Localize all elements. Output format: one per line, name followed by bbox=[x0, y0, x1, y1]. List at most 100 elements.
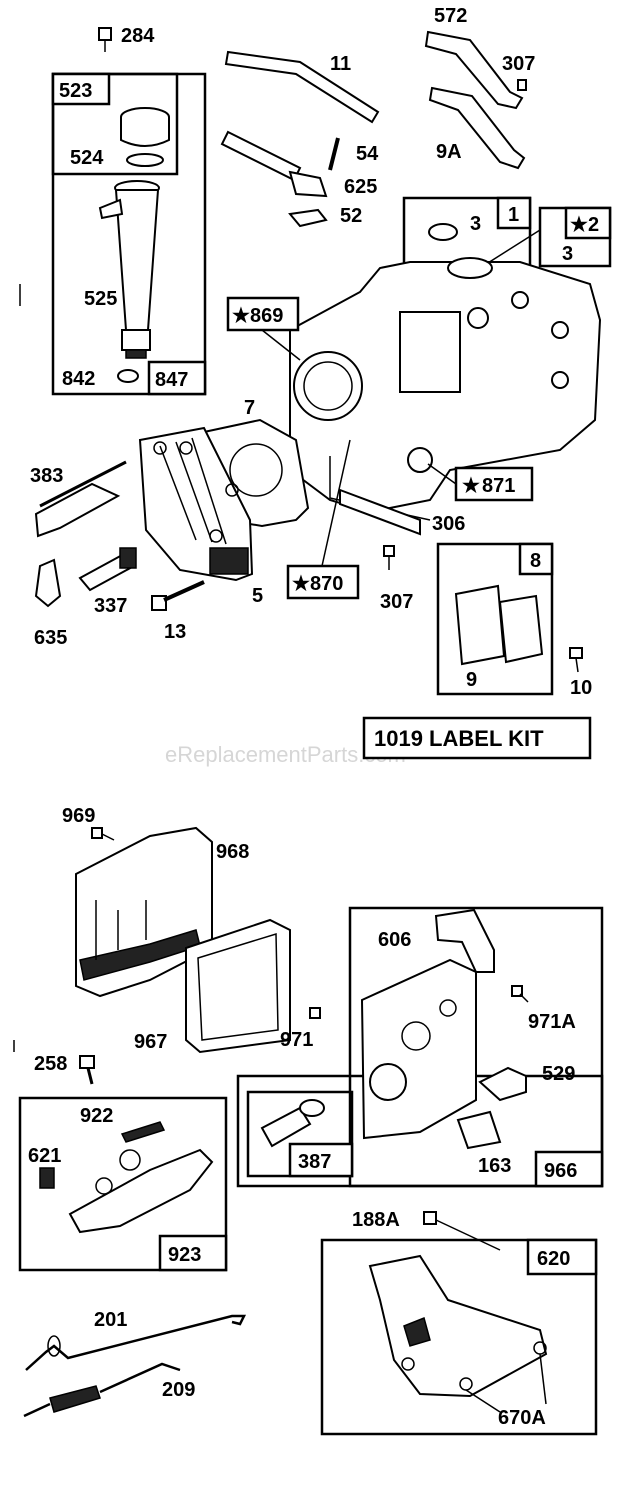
callout-606[interactable]: 606 bbox=[378, 929, 411, 951]
o-ring-842 bbox=[117, 369, 139, 383]
callout-1[interactable]: 1 bbox=[508, 204, 519, 226]
breather-cover bbox=[498, 594, 544, 664]
breather-tube-11 bbox=[224, 50, 380, 124]
callout-5[interactable]: 5 bbox=[252, 585, 263, 607]
kit-box-966 bbox=[348, 906, 604, 1188]
breather-gasket-9 bbox=[454, 584, 506, 666]
callout-3-kit[interactable]: 3 bbox=[562, 243, 573, 265]
screw-307-mid bbox=[383, 545, 395, 570]
callout-870[interactable]: 870 bbox=[310, 573, 343, 595]
dipstick-cap-524 bbox=[120, 107, 170, 167]
callout-620[interactable]: 620 bbox=[537, 1248, 570, 1270]
callout-box-870 bbox=[286, 564, 360, 600]
callout-box-966 bbox=[534, 1150, 604, 1188]
callout-2-number[interactable]: 2 bbox=[588, 214, 599, 236]
head-gasket-bore bbox=[229, 443, 283, 497]
callout-387[interactable]: 387 bbox=[298, 1151, 331, 1173]
callout-8[interactable]: 8 bbox=[530, 550, 541, 572]
screw-188A bbox=[423, 1211, 501, 1251]
callout-524[interactable]: 524 bbox=[70, 147, 104, 169]
callout-box-871 bbox=[454, 466, 534, 502]
spring-922 bbox=[120, 1121, 166, 1143]
breather-hose bbox=[220, 130, 302, 182]
gasket-572 bbox=[424, 30, 524, 110]
callout-971A[interactable]: 971A bbox=[528, 1011, 576, 1033]
screw-969 bbox=[91, 827, 115, 841]
callout-967[interactable]: 967 bbox=[134, 1031, 167, 1053]
callout-842[interactable]: 842 bbox=[62, 368, 95, 390]
screw-258 bbox=[79, 1055, 95, 1085]
callout-258[interactable]: 258 bbox=[34, 1053, 67, 1075]
kit-box-8 bbox=[436, 542, 554, 696]
callout-201[interactable]: 201 bbox=[94, 1309, 127, 1331]
callout-670A[interactable]: 670A bbox=[498, 1407, 546, 1429]
bracket-606 bbox=[434, 908, 495, 973]
callout-635[interactable]: 635 bbox=[34, 627, 67, 649]
oil-seal bbox=[428, 223, 458, 241]
callout-163[interactable]: 163 bbox=[478, 1155, 511, 1177]
callout-869-star[interactable]: ★ bbox=[232, 305, 250, 327]
callout-871[interactable]: 871 bbox=[482, 475, 515, 497]
callout-529[interactable]: 529 bbox=[542, 1063, 575, 1085]
callout-3-seal[interactable]: 3 bbox=[470, 213, 481, 235]
callout-10[interactable]: 10 bbox=[570, 677, 592, 699]
leader-670A bbox=[465, 1389, 501, 1413]
callout-7[interactable]: 7 bbox=[244, 397, 255, 419]
callout-209[interactable]: 209 bbox=[162, 1379, 195, 1401]
callout-922[interactable]: 922 bbox=[80, 1105, 113, 1127]
leader-869 bbox=[261, 329, 301, 361]
label-kit-text[interactable]: 1019 LABEL KIT bbox=[374, 726, 544, 751]
spark-plug-boot-635 bbox=[34, 558, 62, 608]
callout-307-mid[interactable]: 307 bbox=[380, 591, 413, 613]
callout-523[interactable]: 523 bbox=[59, 80, 92, 102]
callout-621[interactable]: 621 bbox=[28, 1145, 61, 1167]
callout-2[interactable]: ★ bbox=[570, 214, 588, 236]
callout-284[interactable]: 284 bbox=[121, 25, 155, 47]
callout-306[interactable]: 306 bbox=[432, 513, 465, 535]
screw-971A bbox=[511, 985, 529, 1003]
callout-box-2 bbox=[564, 206, 612, 240]
callout-box-523 bbox=[51, 72, 111, 106]
callout-966[interactable]: 966 bbox=[544, 1160, 577, 1182]
callout-box-620 bbox=[526, 1238, 598, 1276]
leader-871 bbox=[427, 463, 457, 485]
callout-971[interactable]: 971 bbox=[280, 1029, 313, 1051]
label-kit-box bbox=[362, 716, 592, 760]
callout-307-top[interactable]: 307 bbox=[502, 53, 535, 75]
gasket-52 bbox=[288, 208, 328, 228]
callout-337[interactable]: 337 bbox=[94, 595, 127, 617]
gasket-163 bbox=[456, 1110, 502, 1150]
callout-box-923 bbox=[158, 1234, 228, 1272]
cylinder-head-5 bbox=[138, 426, 254, 582]
callout-54[interactable]: 54 bbox=[356, 143, 379, 165]
callout-13[interactable]: 13 bbox=[164, 621, 186, 643]
screw-10 bbox=[569, 647, 583, 673]
callout-869[interactable]: 869 bbox=[250, 305, 283, 327]
callout-383[interactable]: 383 bbox=[30, 465, 63, 487]
callout-9A[interactable]: 9A bbox=[436, 141, 462, 163]
callout-923[interactable]: 923 bbox=[168, 1244, 201, 1266]
callout-box-8 bbox=[518, 542, 554, 576]
base-gasket-306 bbox=[339, 488, 421, 536]
intake-tube bbox=[260, 1099, 325, 1148]
callout-625[interactable]: 625 bbox=[344, 176, 377, 198]
kit-box-620 bbox=[320, 1238, 598, 1436]
kit-box-523 bbox=[51, 72, 179, 176]
callout-871-star[interactable]: ★ bbox=[462, 475, 480, 497]
spark-plug-337 bbox=[78, 547, 137, 592]
kit-box-923 bbox=[18, 1096, 228, 1272]
callout-box-1 bbox=[496, 196, 532, 230]
callout-188A[interactable]: 188A bbox=[352, 1209, 400, 1231]
control-bracket bbox=[368, 1254, 548, 1398]
callout-525[interactable]: 525 bbox=[84, 288, 117, 310]
callout-969[interactable]: 969 bbox=[62, 805, 95, 827]
callout-11[interactable]: 11 bbox=[330, 53, 351, 75]
governor-link-201 bbox=[25, 1314, 247, 1371]
callout-572[interactable]: 572 bbox=[434, 5, 467, 27]
callout-52[interactable]: 52 bbox=[340, 205, 362, 227]
callout-9[interactable]: 9 bbox=[466, 669, 477, 691]
callout-847[interactable]: 847 bbox=[155, 369, 188, 391]
callout-968[interactable]: 968 bbox=[216, 841, 249, 863]
callout-870-star[interactable]: ★ bbox=[292, 573, 310, 595]
